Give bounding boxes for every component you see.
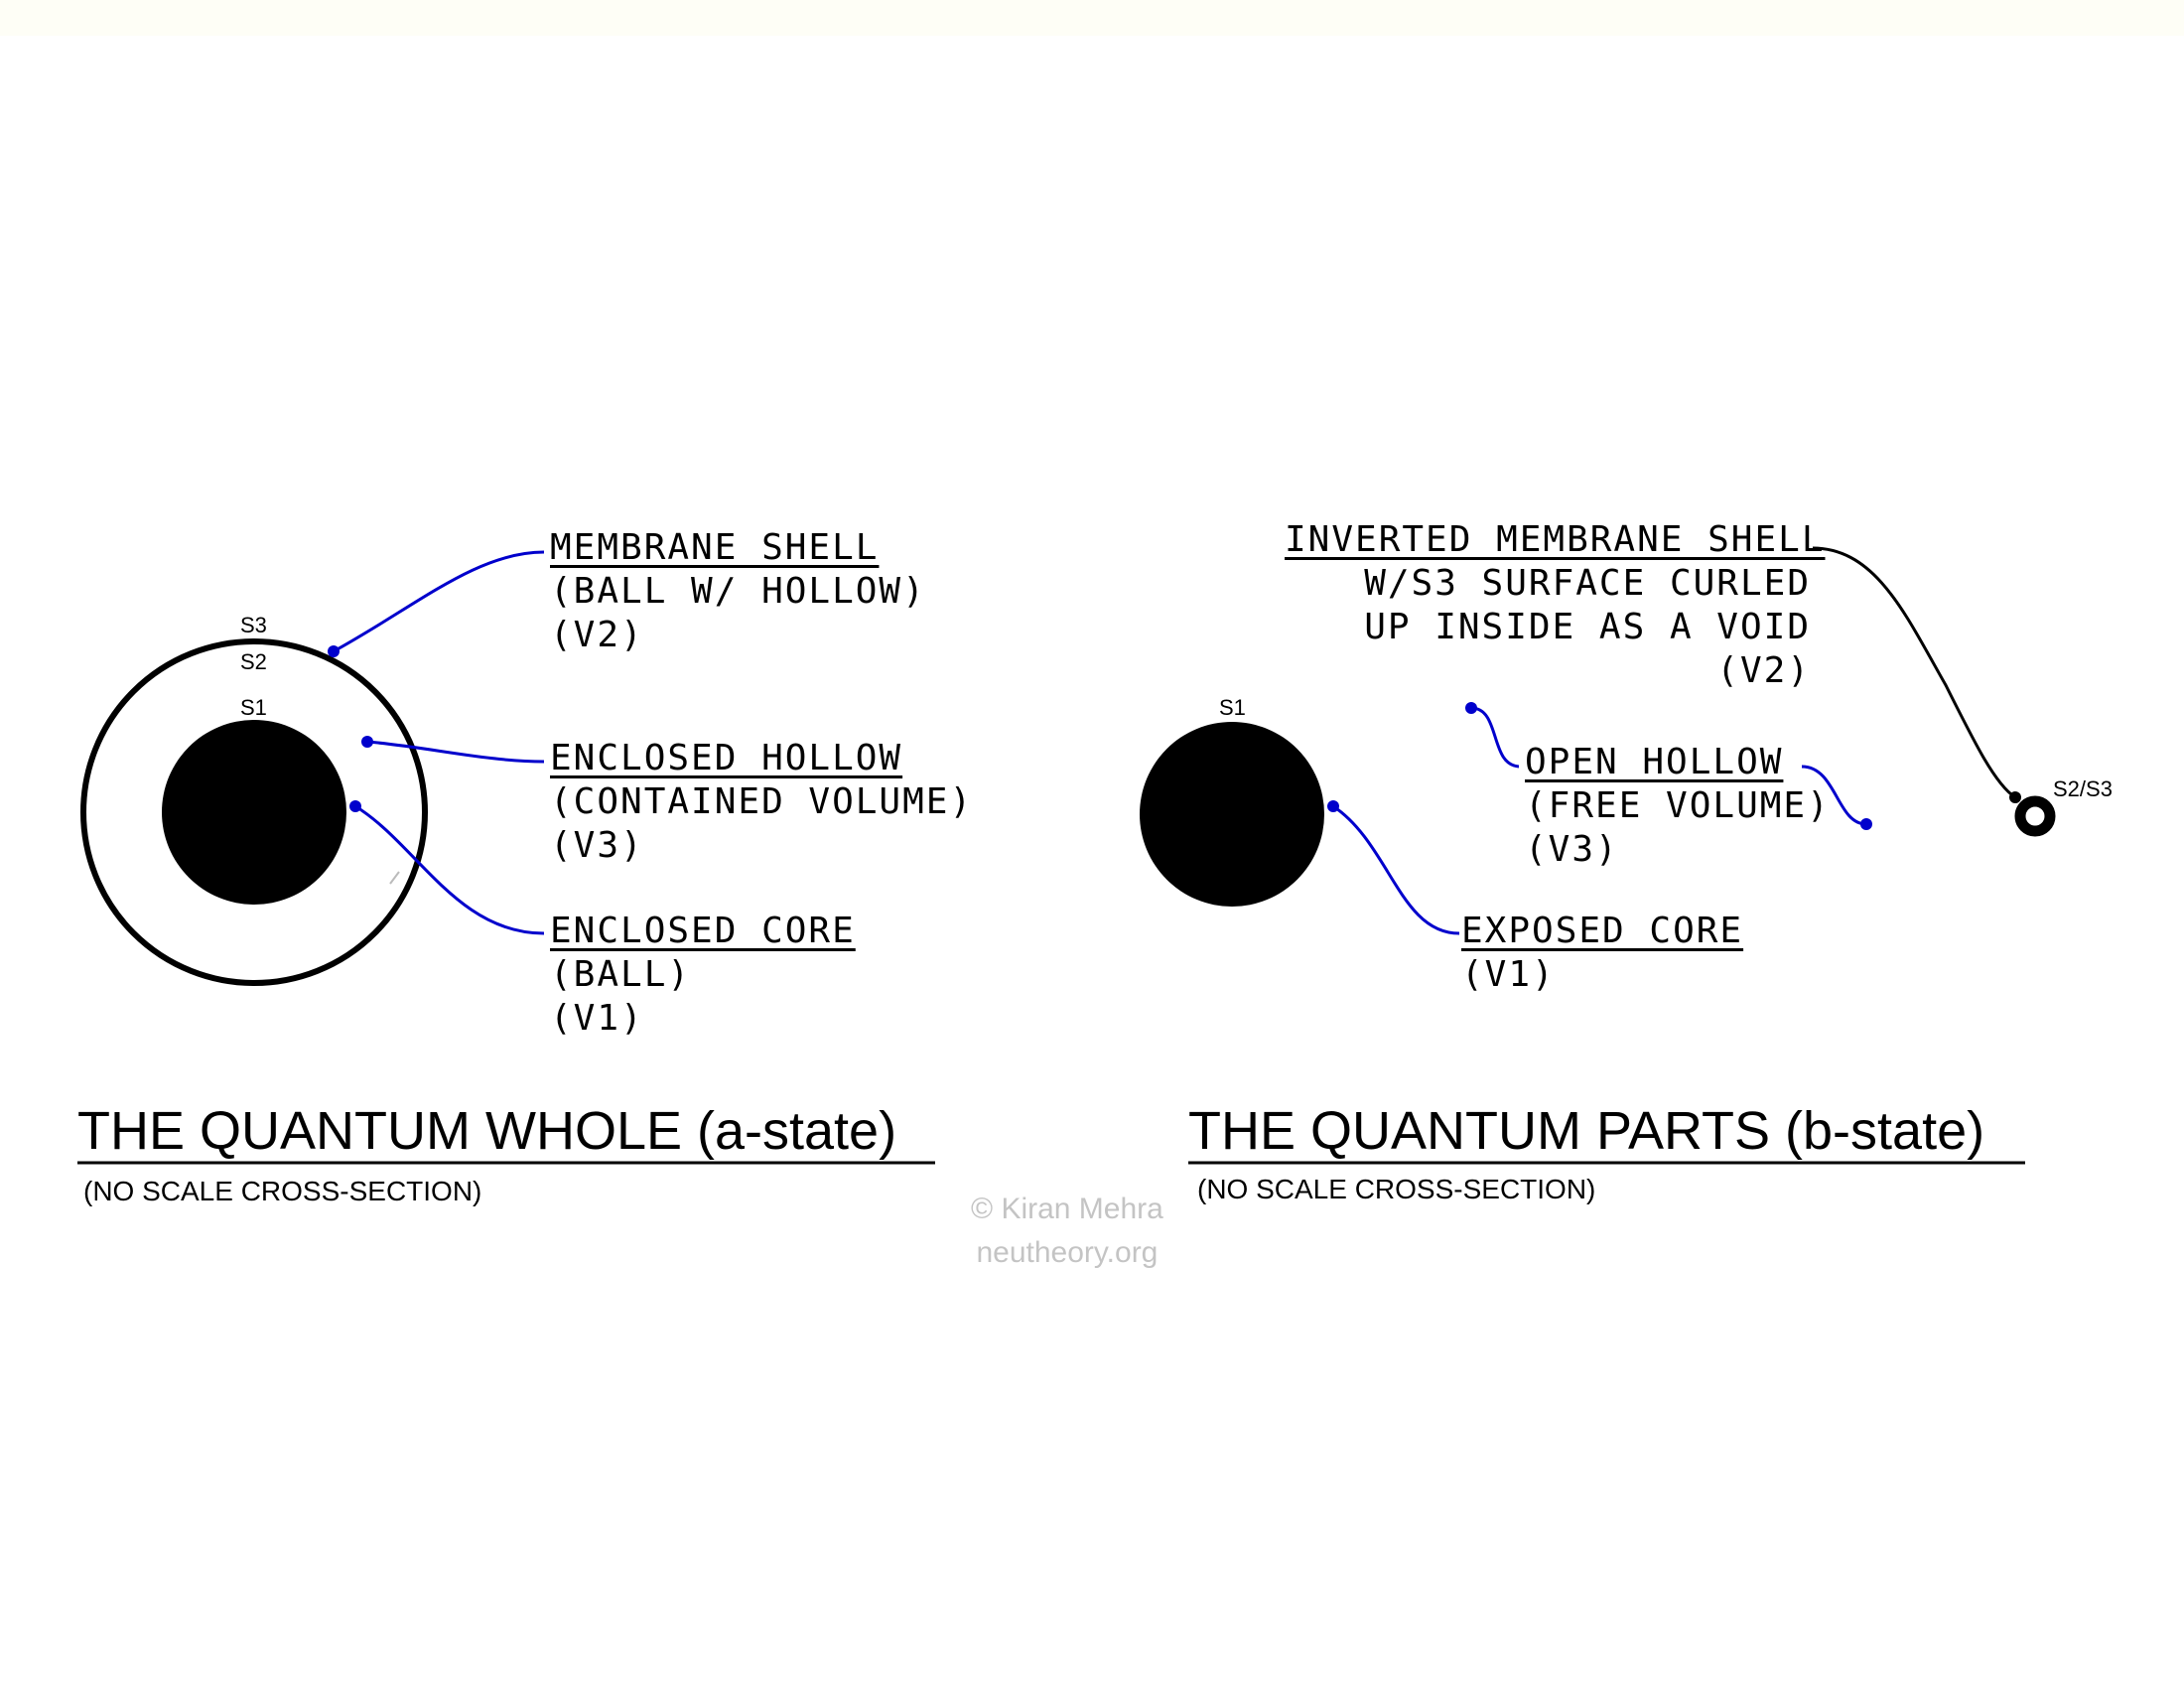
inverted-shell-void: [2014, 795, 2056, 837]
hollow-leader: [366, 740, 545, 764]
watermark-line2: neutheory.org: [976, 1236, 1159, 1269]
parts-subtitle: (NO SCALE CROSS-SECTION): [1197, 1174, 1596, 1204]
exposed-core-callout: EXPOSED CORE (V1): [1461, 910, 1743, 997]
open-hollow-leader-right-dot: [1860, 818, 1872, 830]
enclosed-core-heading: ENCLOSED CORE: [550, 911, 856, 951]
core-leader-dot: [349, 800, 361, 812]
parts-title: THE QUANTUM PARTS (b-state): [1188, 1101, 1985, 1161]
membrane-shell-circle: [80, 638, 428, 986]
membrane-leader: [333, 550, 545, 653]
enclosed-core-ball: [162, 720, 346, 905]
open-hollow-leader-left-dot: [1465, 702, 1477, 714]
enclosed-core-callout: ENCLOSED CORE (BALL) (V1): [550, 910, 856, 1041]
enclosed-hollow-callout: ENCLOSED HOLLOW (CONTAINED VOLUME) (V3): [550, 737, 973, 868]
surface-label-s2: S2: [240, 649, 267, 674]
watermark: © Kiran Mehra neutheory.org: [971, 1188, 1163, 1275]
hollow-leader-dot: [361, 736, 373, 748]
surface-label-s1-parts: S1: [1219, 695, 1246, 720]
enclosed-hollow-heading: ENCLOSED HOLLOW: [550, 738, 903, 778]
open-hollow-line1: (FREE VOLUME): [1525, 785, 1831, 826]
inverted-shell-heading: INVERTED MEMBRANE SHELL: [1285, 519, 1826, 560]
inverted-shell-line3: (V2): [1716, 650, 1811, 691]
inverted-shell-leader-dot: [2009, 791, 2021, 803]
membrane-shell-line2: (V2): [550, 615, 644, 655]
open-hollow-leader-left: [1470, 706, 1520, 769]
enclosed-hollow-line1: (CONTAINED VOLUME): [550, 781, 974, 822]
surface-label-s2s3: S2/S3: [2053, 776, 2113, 801]
top-strip: [0, 0, 2184, 36]
enclosed-core-line1: (BALL): [550, 954, 692, 995]
enclosed-hollow-line2: (V3): [550, 825, 644, 866]
inverted-shell-line1: W/S3 SURFACE CURLED: [1364, 563, 1811, 604]
tick-mark: [389, 871, 400, 885]
whole-title: THE QUANTUM WHOLE (a-state): [77, 1101, 897, 1161]
open-hollow-line2: (V3): [1525, 829, 1619, 870]
whole-subtitle: (NO SCALE CROSS-SECTION): [83, 1176, 482, 1206]
inverted-shell-leader: [1812, 546, 2016, 799]
inverted-shell-line2: UP INSIDE AS A VOID: [1364, 607, 1811, 647]
membrane-shell-line1: (BALL W/ HOLLOW): [550, 571, 926, 612]
exposed-core-leader: [1332, 804, 1460, 935]
open-hollow-callout: OPEN HOLLOW (FREE VOLUME) (V3): [1525, 741, 1831, 872]
surface-label-s1: S1: [240, 695, 267, 720]
membrane-shell-heading: MEMBRANE SHELL: [550, 527, 880, 568]
surface-label-s3: S3: [240, 613, 267, 637]
open-hollow-heading: OPEN HOLLOW: [1525, 742, 1784, 782]
membrane-shell-callout: MEMBRANE SHELL (BALL W/ HOLLOW) (V2): [550, 526, 926, 657]
exposed-core-leader-dot: [1327, 800, 1339, 812]
enclosed-core-line2: (V1): [550, 998, 644, 1039]
core-leader: [354, 804, 545, 935]
exposed-core-line1: (V1): [1461, 954, 1556, 995]
watermark-line1: © Kiran Mehra: [971, 1193, 1163, 1225]
open-hollow-leader-right: [1801, 765, 1867, 826]
exposed-core-ball: [1140, 722, 1324, 907]
inverted-shell-callout: INVERTED MEMBRANE SHELL W/S3 SURFACE CUR…: [1285, 518, 1826, 693]
exposed-core-heading: EXPOSED CORE: [1461, 911, 1744, 951]
membrane-leader-dot: [328, 645, 340, 657]
